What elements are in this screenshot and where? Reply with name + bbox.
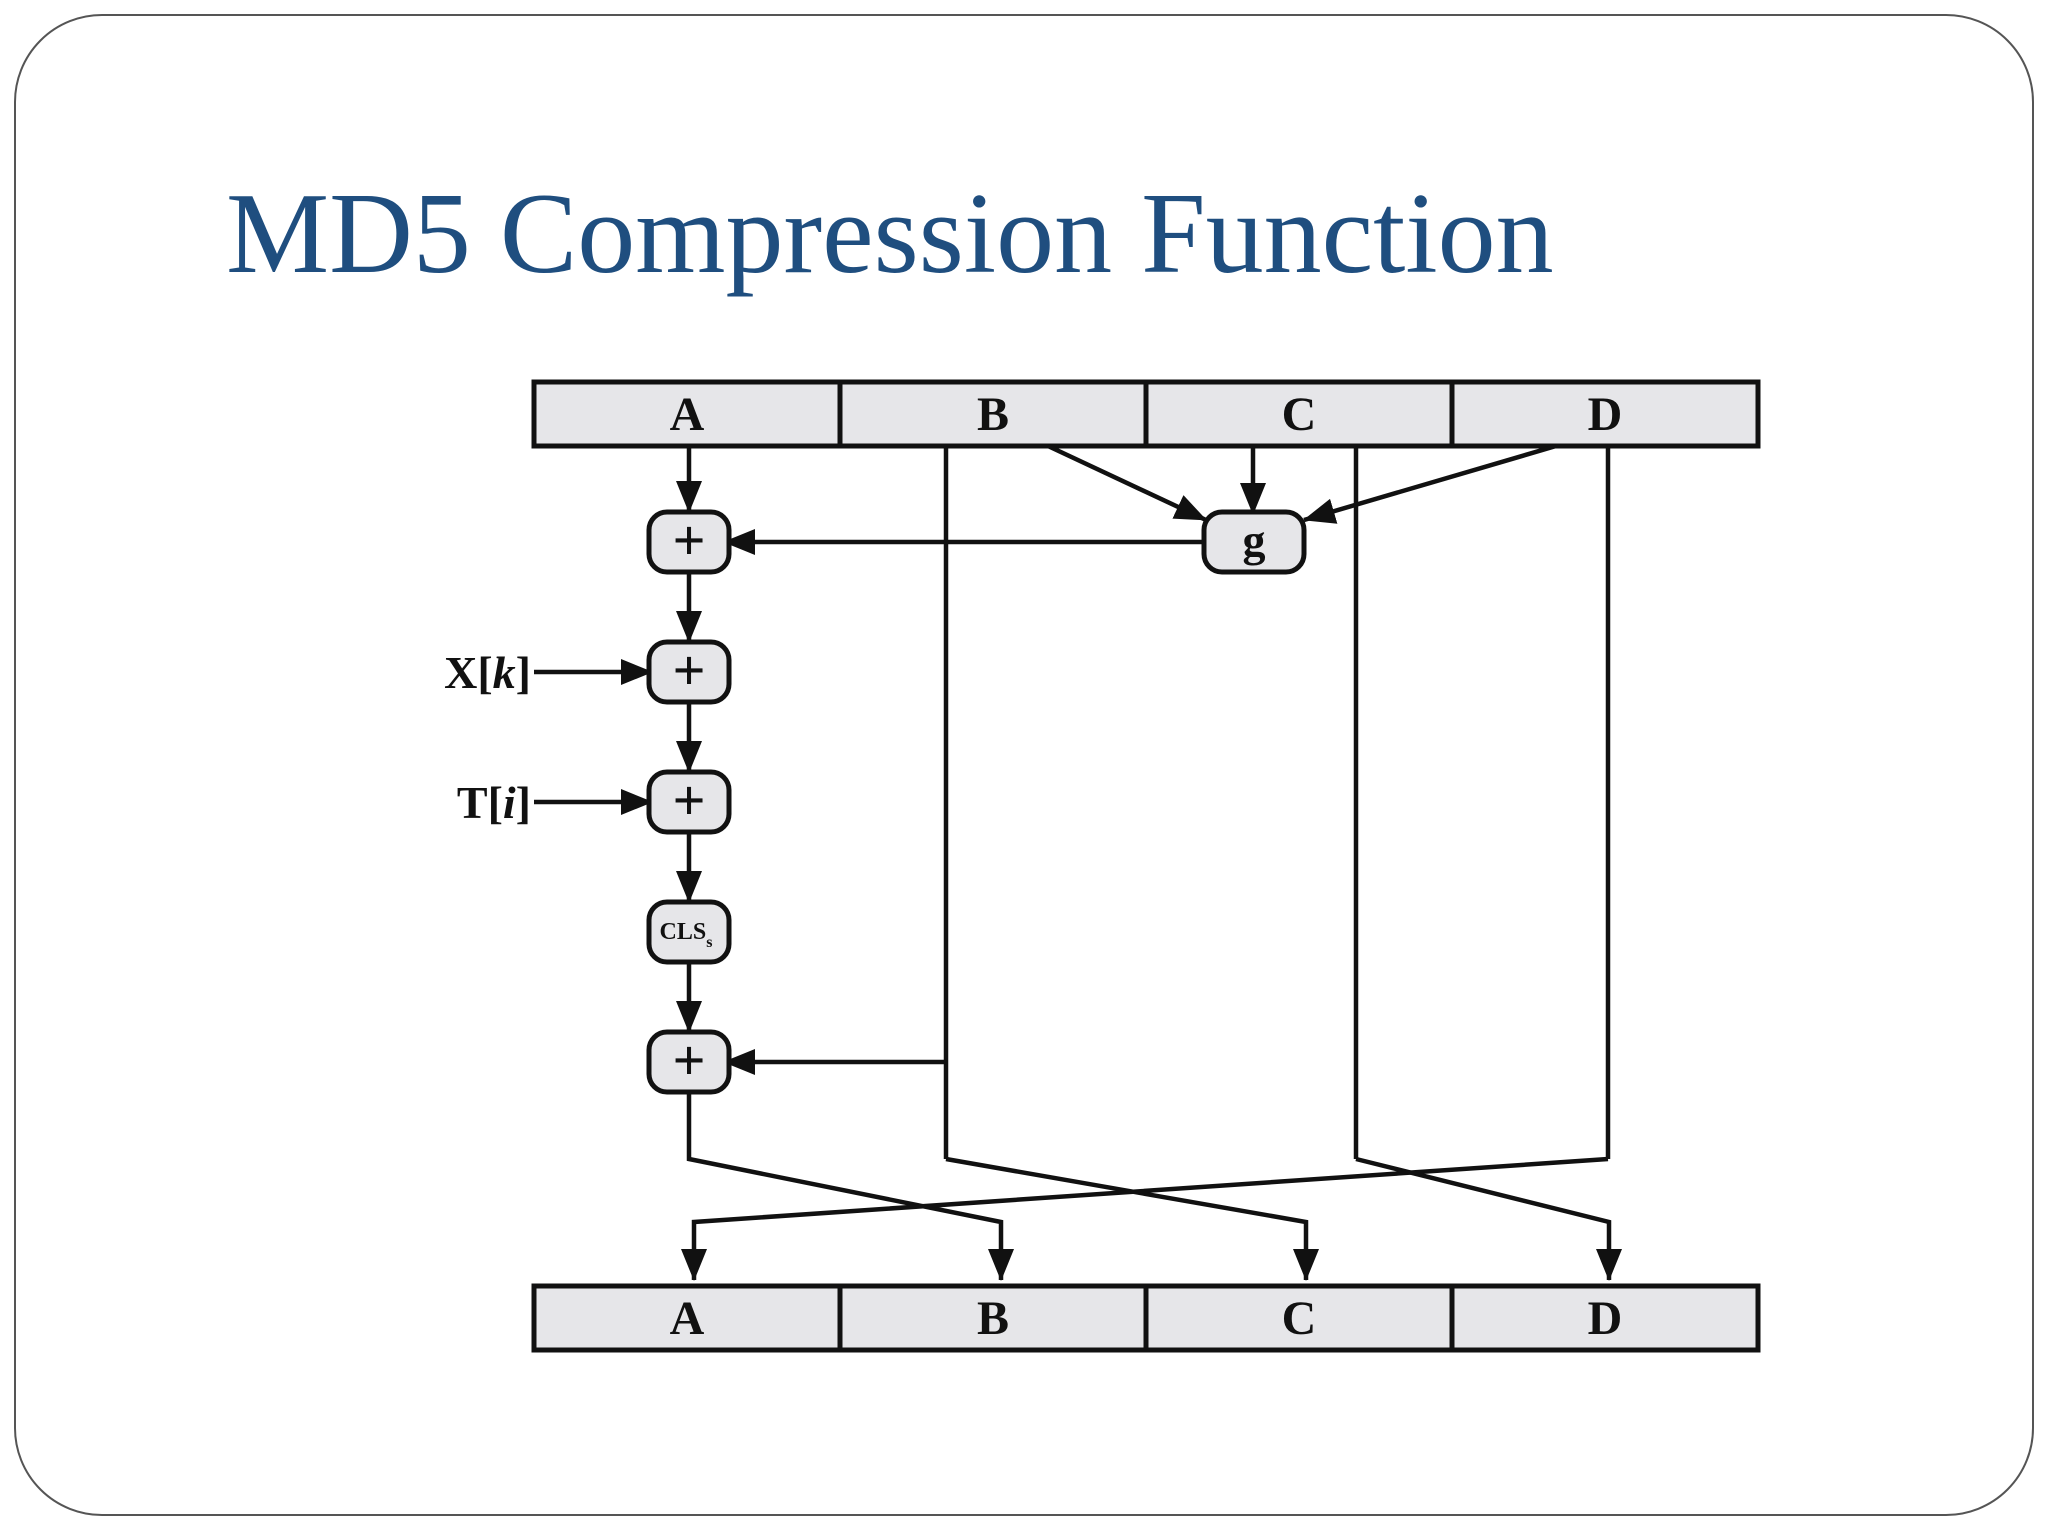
cls-main: CLS [660,919,707,945]
top-register-label-b: B [977,388,1009,441]
ti-index: i [503,777,516,828]
input-label-ti: T[i] [457,777,531,828]
ti-open-bracket: [ [488,777,503,828]
top-register-label-c: C [1282,388,1317,441]
bottom-register: A B C D [531,1283,1761,1353]
bottom-register-label-a: A [670,1292,705,1345]
bottom-register-cell-b [837,1283,1149,1353]
ti-close-bracket: ] [516,777,531,828]
ti-name: T [457,777,488,828]
adder-2-box [646,639,732,705]
xk-name: X [444,647,477,698]
adder-2-symbol: + [672,638,705,703]
adder-3-box [646,769,732,835]
xk-close-bracket: ] [516,647,531,698]
bottom-register-label-c: C [1282,1292,1317,1345]
g-function-label: g [1243,515,1266,566]
top-register-label-d: D [1588,388,1623,441]
input-label-xk: X[k] [444,647,531,698]
wire-c-to-d-out [1355,1156,1622,1281]
top-register: A B C D [531,379,1761,449]
bottom-register-cell-d [1449,1283,1761,1353]
wire-b-to-c-out [945,1156,1319,1281]
md5-diagram: A B C D A B C D [444,379,1761,1353]
bottom-register-cell-a [531,1283,843,1353]
bottom-register-label-b: B [977,1292,1009,1345]
adder-1: + [646,508,732,575]
xk-index: k [493,647,516,698]
top-register-label-a: A [670,388,705,441]
slide: MD5 Compression Function A B C D [14,14,2034,1516]
wire-d-to-a-out [681,1156,1609,1281]
g-function-box [1201,509,1307,575]
wire-b-to-g [1047,443,1207,523]
top-register-cell-c [1143,379,1455,449]
top-register-cell-a [531,379,843,449]
xk-open-bracket: [ [477,647,492,698]
adder-1-symbol: + [672,508,705,573]
cls-subscript: s [706,934,712,951]
top-register-cell-d [1449,379,1761,449]
cls-label: CLSs [660,919,713,951]
adder-3: + [646,768,732,835]
adder-4-symbol: + [672,1028,705,1093]
bottom-register-label-d: D [1588,1292,1623,1345]
adder-4-box [646,1029,732,1095]
g-function-node: g [1201,509,1307,575]
wire-adder4-to-b-out [686,1092,1014,1281]
adder-2: + [646,638,732,705]
cls-box [646,899,732,965]
slide-title: MD5 Compression Function [226,170,1554,298]
wires [534,443,1622,1281]
adder-4: + [646,1028,732,1095]
adder-3-symbol: + [672,768,705,833]
cls-node: CLSs [646,899,732,965]
top-register-cell-b [837,379,1149,449]
wire-d-to-g [1303,443,1557,524]
adder-1-box [646,509,732,575]
